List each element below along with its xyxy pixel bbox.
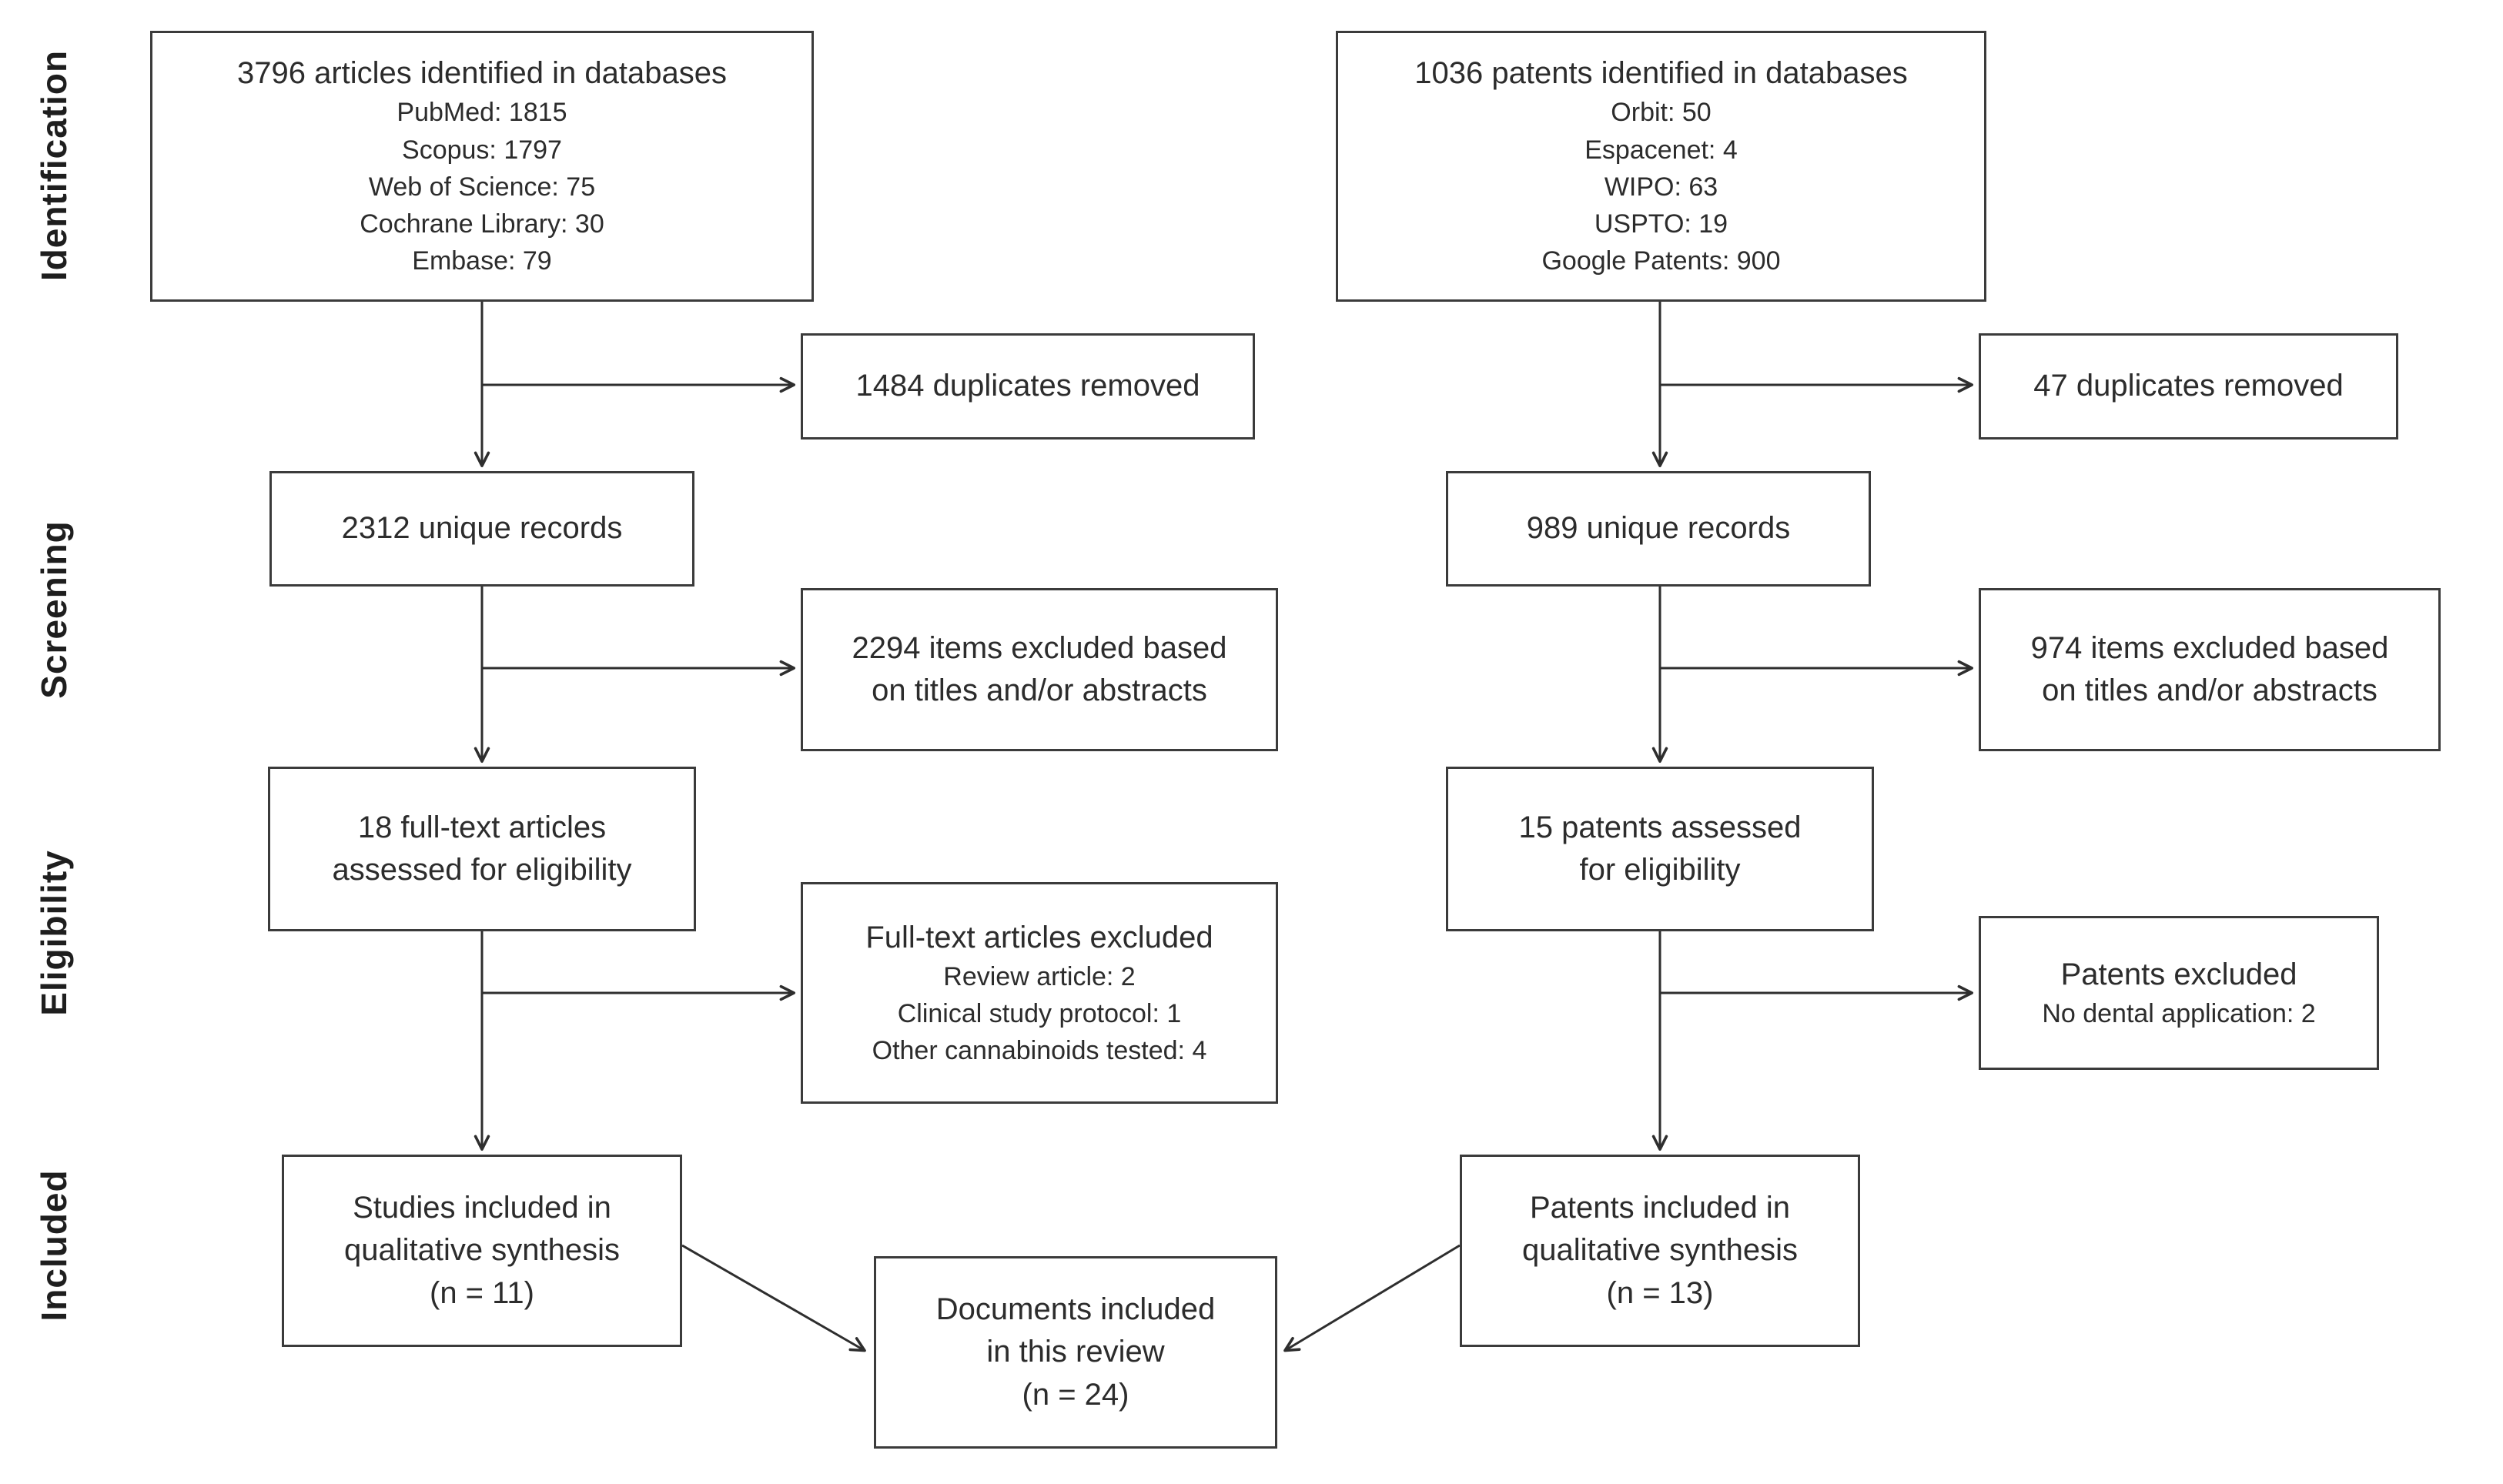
patents-eligibility-line: for eligibility xyxy=(1579,853,1741,887)
patents-db-count: Orbit: 50 xyxy=(1611,98,1712,128)
box-patents-excluded: Patents excluded No dental application: … xyxy=(1979,916,2379,1070)
patents-excluded-title: Patents excluded xyxy=(2060,957,2297,991)
box-patents-duplicates-removed: 47 duplicates removed xyxy=(1979,333,2398,440)
arrow-patents-included-to-documents xyxy=(1283,1244,1461,1352)
articles-unique-text: 2312 unique records xyxy=(341,511,623,546)
articles-screen-excluded-line: 2294 items excluded based xyxy=(852,630,1227,665)
fulltext-excluded-title: Full-text articles excluded xyxy=(865,920,1213,954)
box-documents-included: Documents included in this review (n = 2… xyxy=(874,1256,1277,1449)
patents-screen-excluded-line: 974 items excluded based xyxy=(2030,630,2389,665)
articles-db-count: Embase: 79 xyxy=(412,246,552,276)
box-articles-duplicates-removed: 1484 duplicates removed xyxy=(801,333,1255,440)
box-patents-screen-excluded: 974 items excluded based on titles and/o… xyxy=(1979,588,2441,751)
patents-included-line: Patents included in xyxy=(1529,1191,1790,1225)
box-articles-screen-excluded: 2294 items excluded based on titles and/… xyxy=(801,588,1278,751)
articles-eligibility-line: 18 full-text articles xyxy=(357,810,607,844)
documents-included-line: Documents included xyxy=(935,1292,1216,1327)
box-patents-unique-records: 989 unique records xyxy=(1446,471,1871,587)
box-patents-identified: 1036 patents identified in databases Orb… xyxy=(1336,31,1986,302)
studies-included-line: qualitative synthesis xyxy=(344,1233,620,1268)
articles-eligibility-line: assessed for eligibility xyxy=(332,853,632,887)
documents-included-line: in this review xyxy=(986,1335,1165,1369)
patents-db-count: USPTO: 19 xyxy=(1594,209,1728,239)
box-fulltext-excluded: Full-text articles excluded Review artic… xyxy=(801,882,1278,1104)
studies-included-line: (n = 11) xyxy=(430,1275,534,1310)
articles-db-count: PubMed: 1815 xyxy=(397,98,567,128)
articles-screen-excluded-line: on titles and/or abstracts xyxy=(872,673,1207,707)
patents-eligibility-line: 15 patents assessed xyxy=(1518,810,1802,844)
documents-included-line: (n = 24) xyxy=(1022,1377,1129,1412)
patents-db-count: Google Patents: 900 xyxy=(1541,246,1781,276)
patents-included-line: (n = 13) xyxy=(1606,1275,1714,1310)
stage-label-screening: Screening xyxy=(34,520,74,699)
stage-label-identification: Identification xyxy=(34,49,74,282)
patents-db-count: Espacenet: 4 xyxy=(1584,135,1738,165)
articles-db-count: Cochrane Library: 30 xyxy=(360,209,604,239)
patents-duplicates-text: 47 duplicates removed xyxy=(2033,369,2344,403)
fulltext-excluded-reason: Review article: 2 xyxy=(943,961,1136,991)
box-patents-included: Patents included in qualitative synthesi… xyxy=(1460,1155,1860,1347)
stage-label-included: Included xyxy=(34,1169,74,1322)
patents-excluded-reason: No dental application: 2 xyxy=(2042,998,2316,1028)
patents-screen-excluded-line: on titles and/or abstracts xyxy=(2042,673,2378,707)
fulltext-excluded-reason: Clinical study protocol: 1 xyxy=(897,998,1182,1028)
box-studies-included: Studies included in qualitative synthesi… xyxy=(282,1155,682,1347)
articles-db-count: Web of Science: 75 xyxy=(368,172,596,202)
patents-included-line: qualitative synthesis xyxy=(1522,1233,1798,1268)
studies-included-line: Studies included in xyxy=(353,1191,611,1225)
box-articles-identified: 3796 articles identified in databases Pu… xyxy=(150,31,814,302)
stage-label-eligibility: Eligibility xyxy=(34,850,74,1016)
articles-duplicates-text: 1484 duplicates removed xyxy=(855,369,1200,403)
box-patents-eligibility: 15 patents assessed for eligibility xyxy=(1446,767,1874,931)
articles-db-count: Scopus: 1797 xyxy=(402,135,562,165)
patents-identified-title: 1036 patents identified in databases xyxy=(1414,56,1908,91)
box-articles-eligibility: 18 full-text articles assessed for eligi… xyxy=(268,767,696,931)
patents-db-count: WIPO: 63 xyxy=(1604,172,1718,202)
fulltext-excluded-reason: Other cannabinoids tested: 4 xyxy=(872,1036,1207,1066)
arrow-studies-included-to-documents xyxy=(681,1244,866,1352)
articles-identified-title: 3796 articles identified in databases xyxy=(237,56,727,91)
box-articles-unique-records: 2312 unique records xyxy=(269,471,694,587)
patents-unique-text: 989 unique records xyxy=(1526,511,1791,546)
